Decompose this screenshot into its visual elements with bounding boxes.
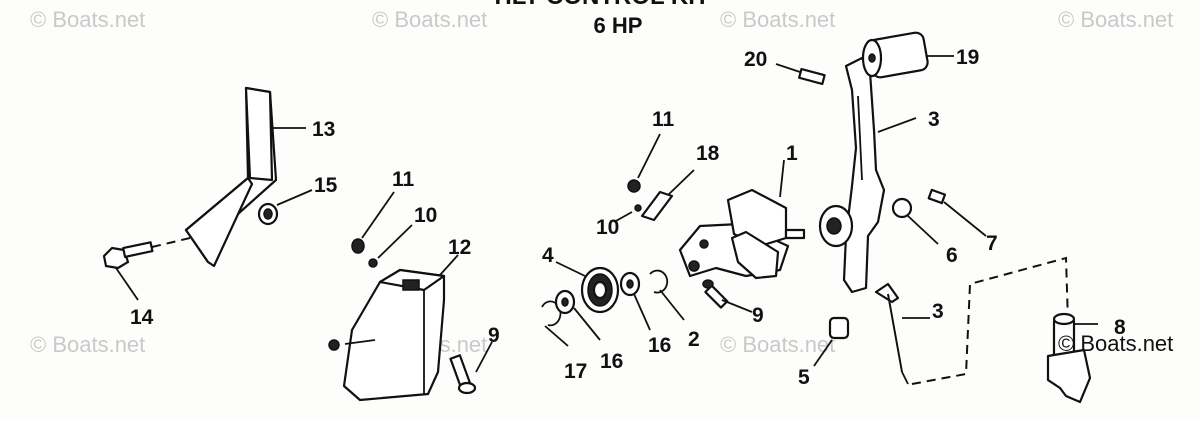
callout-14: 14 — [130, 306, 154, 329]
part-3-rod — [874, 256, 1069, 385]
callout-10-left: 10 — [414, 204, 437, 227]
callout-16-right: 16 — [648, 334, 671, 357]
callout-19: 19 — [956, 46, 979, 69]
callout-12: 12 — [448, 236, 471, 259]
callout-1: 1 — [786, 142, 798, 165]
part-18-plate — [640, 169, 695, 222]
watermark-top-right-center: © Boats.net — [720, 7, 835, 32]
part-13-bracket — [184, 86, 306, 268]
part-11-nut-upper — [627, 133, 661, 193]
part-6-washer — [891, 197, 939, 245]
callout-16-left: 16 — [600, 350, 623, 373]
part-11-nut-left — [351, 191, 395, 254]
callout-5: 5 — [798, 366, 810, 389]
callout-3-lower: 3 — [932, 300, 944, 323]
part-5-bushing — [813, 316, 850, 367]
callout-18: 18 — [696, 142, 720, 165]
callout-8: 8 — [1114, 316, 1126, 339]
part-16-washer-left — [554, 289, 601, 341]
part-14-bolt — [102, 237, 191, 301]
part-1-bracket — [678, 159, 806, 280]
part-19-knob — [861, 31, 954, 79]
watermark-top-right: © Boats.net — [1058, 7, 1173, 32]
callout-13: 13 — [312, 118, 335, 141]
callout-11-left: 11 — [392, 168, 415, 191]
part-8-fitting — [1046, 312, 1098, 404]
part-9-screw-lower — [449, 341, 493, 395]
part-16-washer-right — [619, 271, 651, 331]
diagram-title: TILT CONTROL KIT — [490, 0, 709, 10]
part-12-cover — [328, 254, 459, 402]
callout-20: 20 — [744, 48, 767, 71]
part-15-washer — [257, 189, 313, 226]
callout-6: 6 — [946, 244, 958, 267]
part-20-screw — [775, 63, 826, 86]
callout-15: 15 — [314, 174, 338, 197]
callout-11-upper: 11 — [652, 108, 675, 131]
watermark-bottom-right-center: © Boats.net — [720, 332, 835, 357]
callout-2: 2 — [688, 328, 700, 351]
callout-4: 4 — [542, 244, 554, 267]
watermark-top-left: © Boats.net — [30, 7, 145, 32]
part-10-washer-left — [368, 224, 413, 268]
callout-10-upper: 10 — [596, 216, 619, 239]
part-10-washer-upper — [613, 204, 642, 223]
watermark-top-center: © Boats.net — [372, 7, 487, 32]
part-2-clip — [649, 269, 685, 321]
callout-3-upper: 3 — [928, 108, 940, 131]
callout-9-lower: 9 — [488, 324, 500, 347]
part-3-lever — [818, 56, 917, 294]
part-4-bearing — [555, 261, 620, 314]
callout-9-middle: 9 — [752, 304, 764, 327]
part-9-screw-upper — [702, 279, 753, 313]
watermark-bottom-left: © Boats.net — [30, 332, 145, 357]
diagram-subtitle: 6 HP — [594, 13, 643, 38]
brand-tag: © Boats.net — [1058, 331, 1173, 356]
callout-17: 17 — [564, 360, 587, 383]
part-7-screw — [927, 188, 987, 237]
callout-7: 7 — [986, 232, 998, 255]
